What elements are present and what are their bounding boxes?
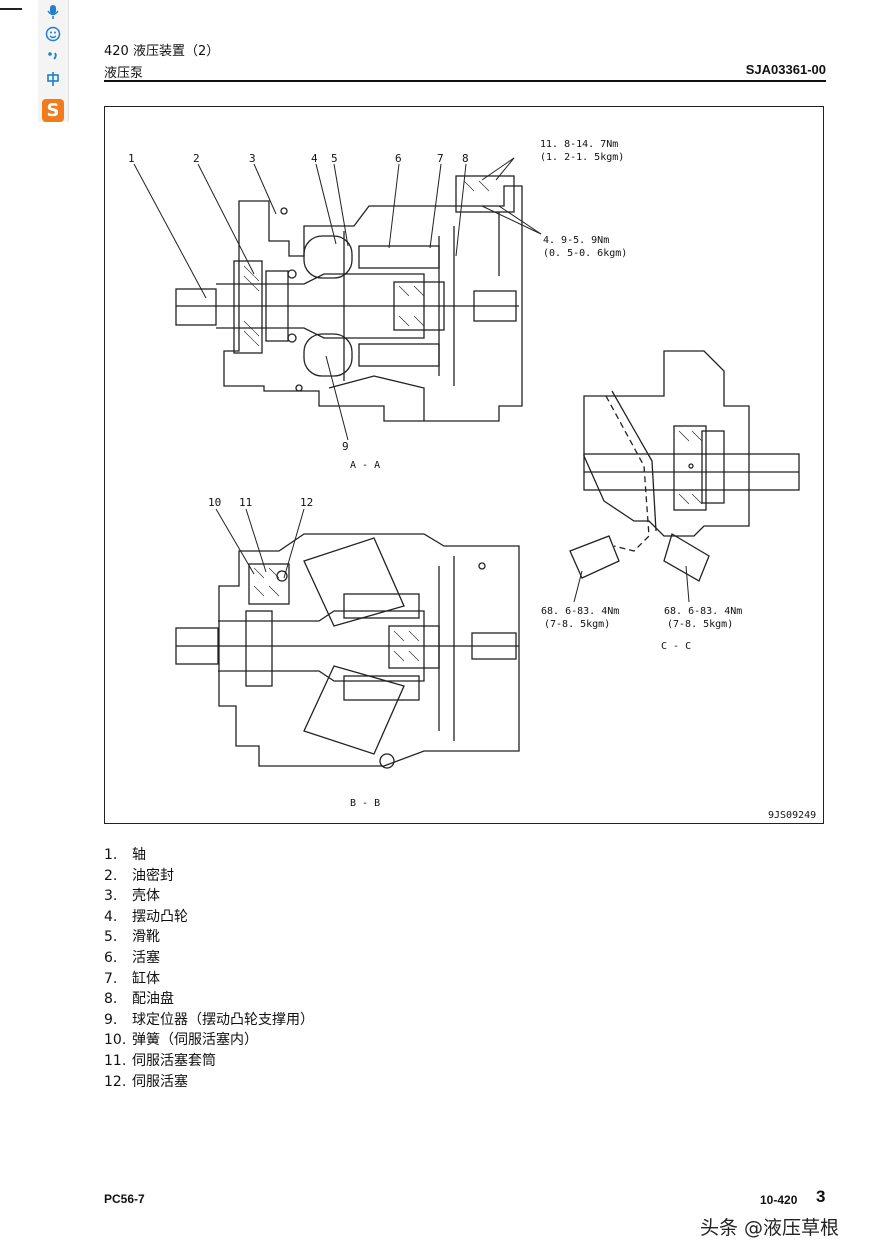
callout-9: 9 <box>342 440 349 453</box>
section-bb-leaders <box>215 508 305 579</box>
part-name: 伺服活塞套筒 <box>132 1052 216 1069</box>
torque-top-kgm: (1. 2-1. 5kgm) <box>540 152 624 163</box>
part-name: 活塞 <box>132 949 160 966</box>
punctuation-icon[interactable] <box>43 48 63 64</box>
section-cc-label: C - C <box>661 641 691 652</box>
parts-list: 1. 轴 2. 油密封 3. 壳体 4. 摆动凸轮 5. 滑靴 6. 活塞 7. 缸体 8. 配… <box>104 845 314 1092</box>
drawing-frame <box>104 106 824 824</box>
list-item: 2. 油密封 <box>104 866 314 887</box>
list-item: 1. 轴 <box>104 845 314 866</box>
part-name: 壳体 <box>132 888 160 905</box>
chinese-input-icon[interactable] <box>43 70 63 86</box>
list-item: 3. 壳体 <box>104 886 314 907</box>
callout-7: 7 <box>437 152 444 165</box>
callout-6: 6 <box>395 152 402 165</box>
callout-3: 3 <box>249 152 256 165</box>
part-number: 11. <box>104 1052 127 1069</box>
document-code: SJA03361-00 <box>745 62 826 77</box>
section-bb-outline <box>175 533 520 769</box>
part-name: 伺服活塞 <box>132 1073 188 1090</box>
part-number: 6. <box>104 949 118 966</box>
list-item: 7. 缸体 <box>104 969 314 990</box>
part-number: 1. <box>104 847 118 863</box>
list-item: 5. 滑靴 <box>104 927 314 948</box>
callout-5: 5 <box>331 152 338 165</box>
part-number: 7. <box>104 970 118 987</box>
part-number: 2. <box>104 867 118 884</box>
section-cc-leaders <box>573 565 690 603</box>
part-number: 5. <box>104 929 118 946</box>
ime-logo-text: S <box>46 99 60 121</box>
callout-4: 4 <box>311 152 318 165</box>
torque-left-nm: 68. 6-83. 4Nm <box>541 606 619 617</box>
pump-cross-section-drawing: 1 2 3 4 5 6 7 8 9 10 11 12 11. 8-14. 7Nm… <box>128 139 816 821</box>
part-name: 滑靴 <box>132 929 160 946</box>
list-item: 6. 活塞 <box>104 948 314 969</box>
list-item: 9. 球定位器（摆动凸轮支撑用） <box>104 1010 314 1031</box>
header-rule <box>104 80 826 82</box>
section-bb-hatching <box>253 567 420 662</box>
torque-mid-nm: 4. 9-5. 9Nm <box>543 235 609 246</box>
section-cc-outline <box>569 350 800 582</box>
part-name: 轴 <box>132 847 146 863</box>
watermark: 头条 @液压草根 <box>700 1217 840 1239</box>
part-number: 12. <box>104 1073 127 1090</box>
part-number: 3. <box>104 888 118 905</box>
section-bb-label: B - B <box>350 798 380 809</box>
callout-1: 1 <box>128 152 135 165</box>
list-item: 10. 弹簧（伺服活塞内） <box>104 1030 314 1051</box>
part-name: 油密封 <box>132 867 174 884</box>
mic-icon[interactable] <box>43 4 63 20</box>
torque-left-kgm: (7-8. 5kgm) <box>544 619 610 630</box>
corner-mark <box>0 8 22 10</box>
callout-11: 11 <box>239 496 252 509</box>
torque-right-nm: 68. 6-83. 4Nm <box>664 606 742 617</box>
section-title: 420 液压装置（2） <box>104 44 220 59</box>
section-aa-outline <box>175 175 523 422</box>
callout-10: 10 <box>208 496 221 509</box>
part-number: 4. <box>104 908 118 925</box>
ime-logo-icon[interactable]: S <box>42 98 64 122</box>
part-name: 摆动凸轮 <box>132 908 188 925</box>
drawing-id: 9JS09249 <box>768 810 816 821</box>
torque-top-nm: 11. 8-14. 7Nm <box>540 139 618 150</box>
part-name: 缸体 <box>132 970 160 987</box>
section-cc-hatching <box>678 430 703 505</box>
page-code: 10-420 <box>760 1193 798 1207</box>
callout-8: 8 <box>462 152 469 165</box>
part-name: 球定位器（摆动凸轮支撑用） <box>132 1011 314 1028</box>
section-aa-hatching <box>243 180 490 347</box>
input-toolbar: S <box>38 0 69 122</box>
callout-12: 12 <box>300 496 313 509</box>
torque-mid-kgm: (0. 5-0. 6kgm) <box>543 248 627 259</box>
part-number: 10. <box>104 1032 127 1049</box>
part-name: 弹簧（伺服活塞内） <box>132 1032 258 1049</box>
list-item: 11. 伺服活塞套筒 <box>104 1051 314 1072</box>
part-number: 8. <box>104 991 118 1008</box>
emoji-icon[interactable] <box>43 26 63 42</box>
section-subtitle: 液压泵 <box>104 66 144 81</box>
torque-right-kgm: (7-8. 5kgm) <box>667 619 733 630</box>
part-number: 9. <box>104 1011 118 1028</box>
section-aa-leaders <box>133 157 542 441</box>
list-item: 4. 摆动凸轮 <box>104 907 314 928</box>
list-item: 8. 配油盘 <box>104 989 314 1010</box>
section-aa-label: A - A <box>350 460 380 471</box>
callout-2: 2 <box>193 152 200 165</box>
list-item: 12. 伺服活塞 <box>104 1072 314 1093</box>
part-name: 配油盘 <box>132 991 174 1008</box>
machine-model: PC56-7 <box>104 1192 145 1206</box>
page-number: 3 <box>816 1187 826 1206</box>
